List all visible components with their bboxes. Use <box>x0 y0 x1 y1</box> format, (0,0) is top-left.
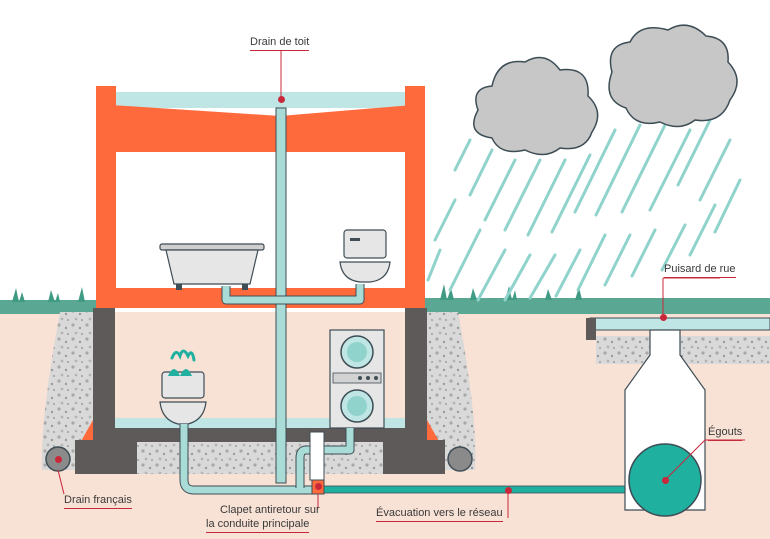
catch-basin-marker <box>660 314 667 321</box>
grass-strip-right <box>425 298 770 314</box>
washer-dryer <box>329 329 385 429</box>
sewers-label: Égouts <box>708 426 743 441</box>
basement-floor-water <box>115 418 405 428</box>
bathtub <box>159 243 265 290</box>
wall-waterproofing-left <box>80 420 93 443</box>
footing-left <box>75 440 137 474</box>
backflow-valve-label-line1: Clapet antiretour sur <box>220 504 320 516</box>
evacuation-marker <box>505 487 512 494</box>
basement-wall-right <box>405 308 427 443</box>
rain <box>426 108 742 302</box>
upstairs-toilet <box>339 229 391 283</box>
roof-drain-label: Drain de toit <box>250 36 310 51</box>
cloud-right <box>608 24 738 128</box>
foundation-gravel-right <box>425 312 476 470</box>
roof-water <box>116 92 405 108</box>
roof-slab <box>96 104 425 152</box>
curb <box>586 318 596 340</box>
backflow-valve-label-line2: la conduite principale <box>206 518 310 533</box>
foundation-gravel-left <box>41 312 98 470</box>
evacuation-label: Évacuation vers le réseau <box>376 507 503 522</box>
basement-wall-left <box>93 308 115 443</box>
french-drain-label: Drain français <box>64 494 132 509</box>
french-drain-marker <box>55 456 62 463</box>
cleanout-pipe <box>309 431 325 481</box>
under-slab-gravel <box>98 440 425 474</box>
basement-slab <box>115 428 405 442</box>
wall-waterproofing-right <box>427 420 440 443</box>
french-drain-pipe-right <box>447 446 473 472</box>
valve-marker <box>315 483 322 490</box>
footing-right <box>383 440 445 474</box>
street-surface <box>589 317 770 331</box>
grass-strip-left <box>0 300 98 314</box>
cloud-left <box>473 56 599 156</box>
street-catch-basin-label: Puisard de rue <box>664 263 736 278</box>
sewer-marker <box>662 477 669 484</box>
roof-drain-marker <box>278 96 285 103</box>
main-sewer-line <box>323 485 635 494</box>
